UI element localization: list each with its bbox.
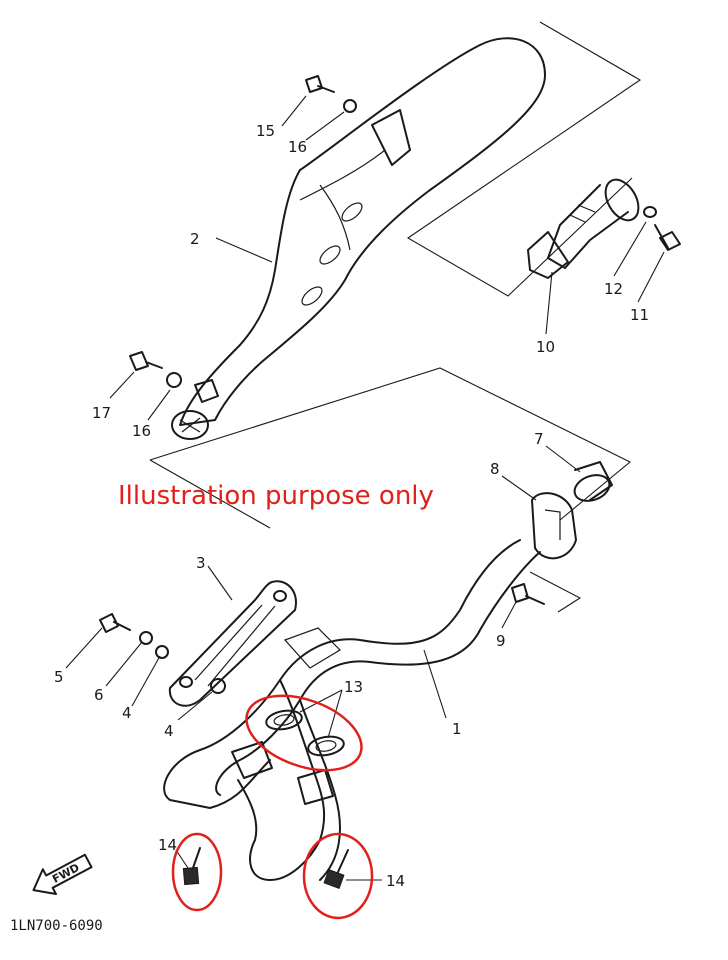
washer-part-6 — [139, 631, 153, 645]
highlight-bolt-14-left — [171, 832, 223, 912]
illustration-note: Illustration purpose only — [118, 481, 434, 511]
bolt-part-14-left — [182, 847, 201, 886]
callout-7: 7 — [534, 430, 544, 448]
callout-10: 10 — [536, 338, 555, 356]
callout-5: 5 — [54, 668, 64, 686]
flange-left — [231, 741, 273, 779]
callout-16-upper: 16 — [288, 138, 307, 156]
lower-assembly-outline — [149, 367, 632, 529]
gasket-part-13-pair — [265, 709, 345, 757]
washer-part-16-lower — [166, 372, 182, 388]
washer-part-16-upper — [343, 99, 357, 113]
callout-12: 12 — [604, 280, 623, 298]
flange-right — [297, 769, 334, 805]
callout-11: 11 — [630, 306, 649, 324]
protector-part-3 — [168, 580, 297, 707]
callout-16-lower: 16 — [132, 422, 151, 440]
callout-15: 15 — [256, 122, 275, 140]
bolt-part-11 — [654, 224, 681, 251]
callout-4-upper: 4 — [122, 704, 132, 722]
washer-part-12 — [643, 206, 657, 218]
bolt-part-14-right — [323, 849, 349, 889]
bolt-part-15 — [305, 75, 335, 93]
washer-part-4-upper — [155, 645, 169, 659]
leader-lines — [65, 95, 665, 881]
callout-14-right: 14 — [386, 872, 405, 890]
gasket-part-7 — [573, 461, 613, 502]
bolt-part-9 — [511, 583, 545, 605]
pipe-joint-dashed-line — [529, 571, 582, 613]
callout-labels: 1 2 3 4 4 5 6 7 8 9 10 11 12 13 14 14 15… — [54, 122, 649, 890]
joint-part-8 — [531, 492, 577, 560]
bolt-part-17 — [129, 351, 163, 371]
callout-4-lower: 4 — [164, 722, 174, 740]
upper-assembly-outline — [406, 21, 642, 297]
spark-arrester-part-10 — [527, 178, 640, 279]
callout-2: 2 — [190, 230, 200, 248]
washer-part-4-lower — [210, 678, 226, 694]
callout-8: 8 — [490, 460, 500, 478]
callout-6: 6 — [94, 686, 104, 704]
callout-3: 3 — [196, 554, 206, 572]
muffler-part-2 — [171, 37, 546, 440]
red-highlight-circles — [171, 694, 374, 920]
drawing-code: 1LN700-6090 — [10, 918, 103, 934]
screw-part-5 — [99, 613, 131, 633]
highlight-bolt-14-right — [302, 832, 374, 920]
callout-1: 1 — [452, 720, 462, 738]
callout-17: 17 — [92, 404, 111, 422]
callout-14-left: 14 — [158, 836, 177, 854]
callout-9: 9 — [496, 632, 506, 650]
callout-13: 13 — [344, 678, 363, 696]
highlight-gaskets-13 — [245, 694, 363, 772]
fwd-arrow-icon: FWD — [32, 853, 93, 895]
exhaust-pipe-part-1 — [163, 539, 541, 881]
